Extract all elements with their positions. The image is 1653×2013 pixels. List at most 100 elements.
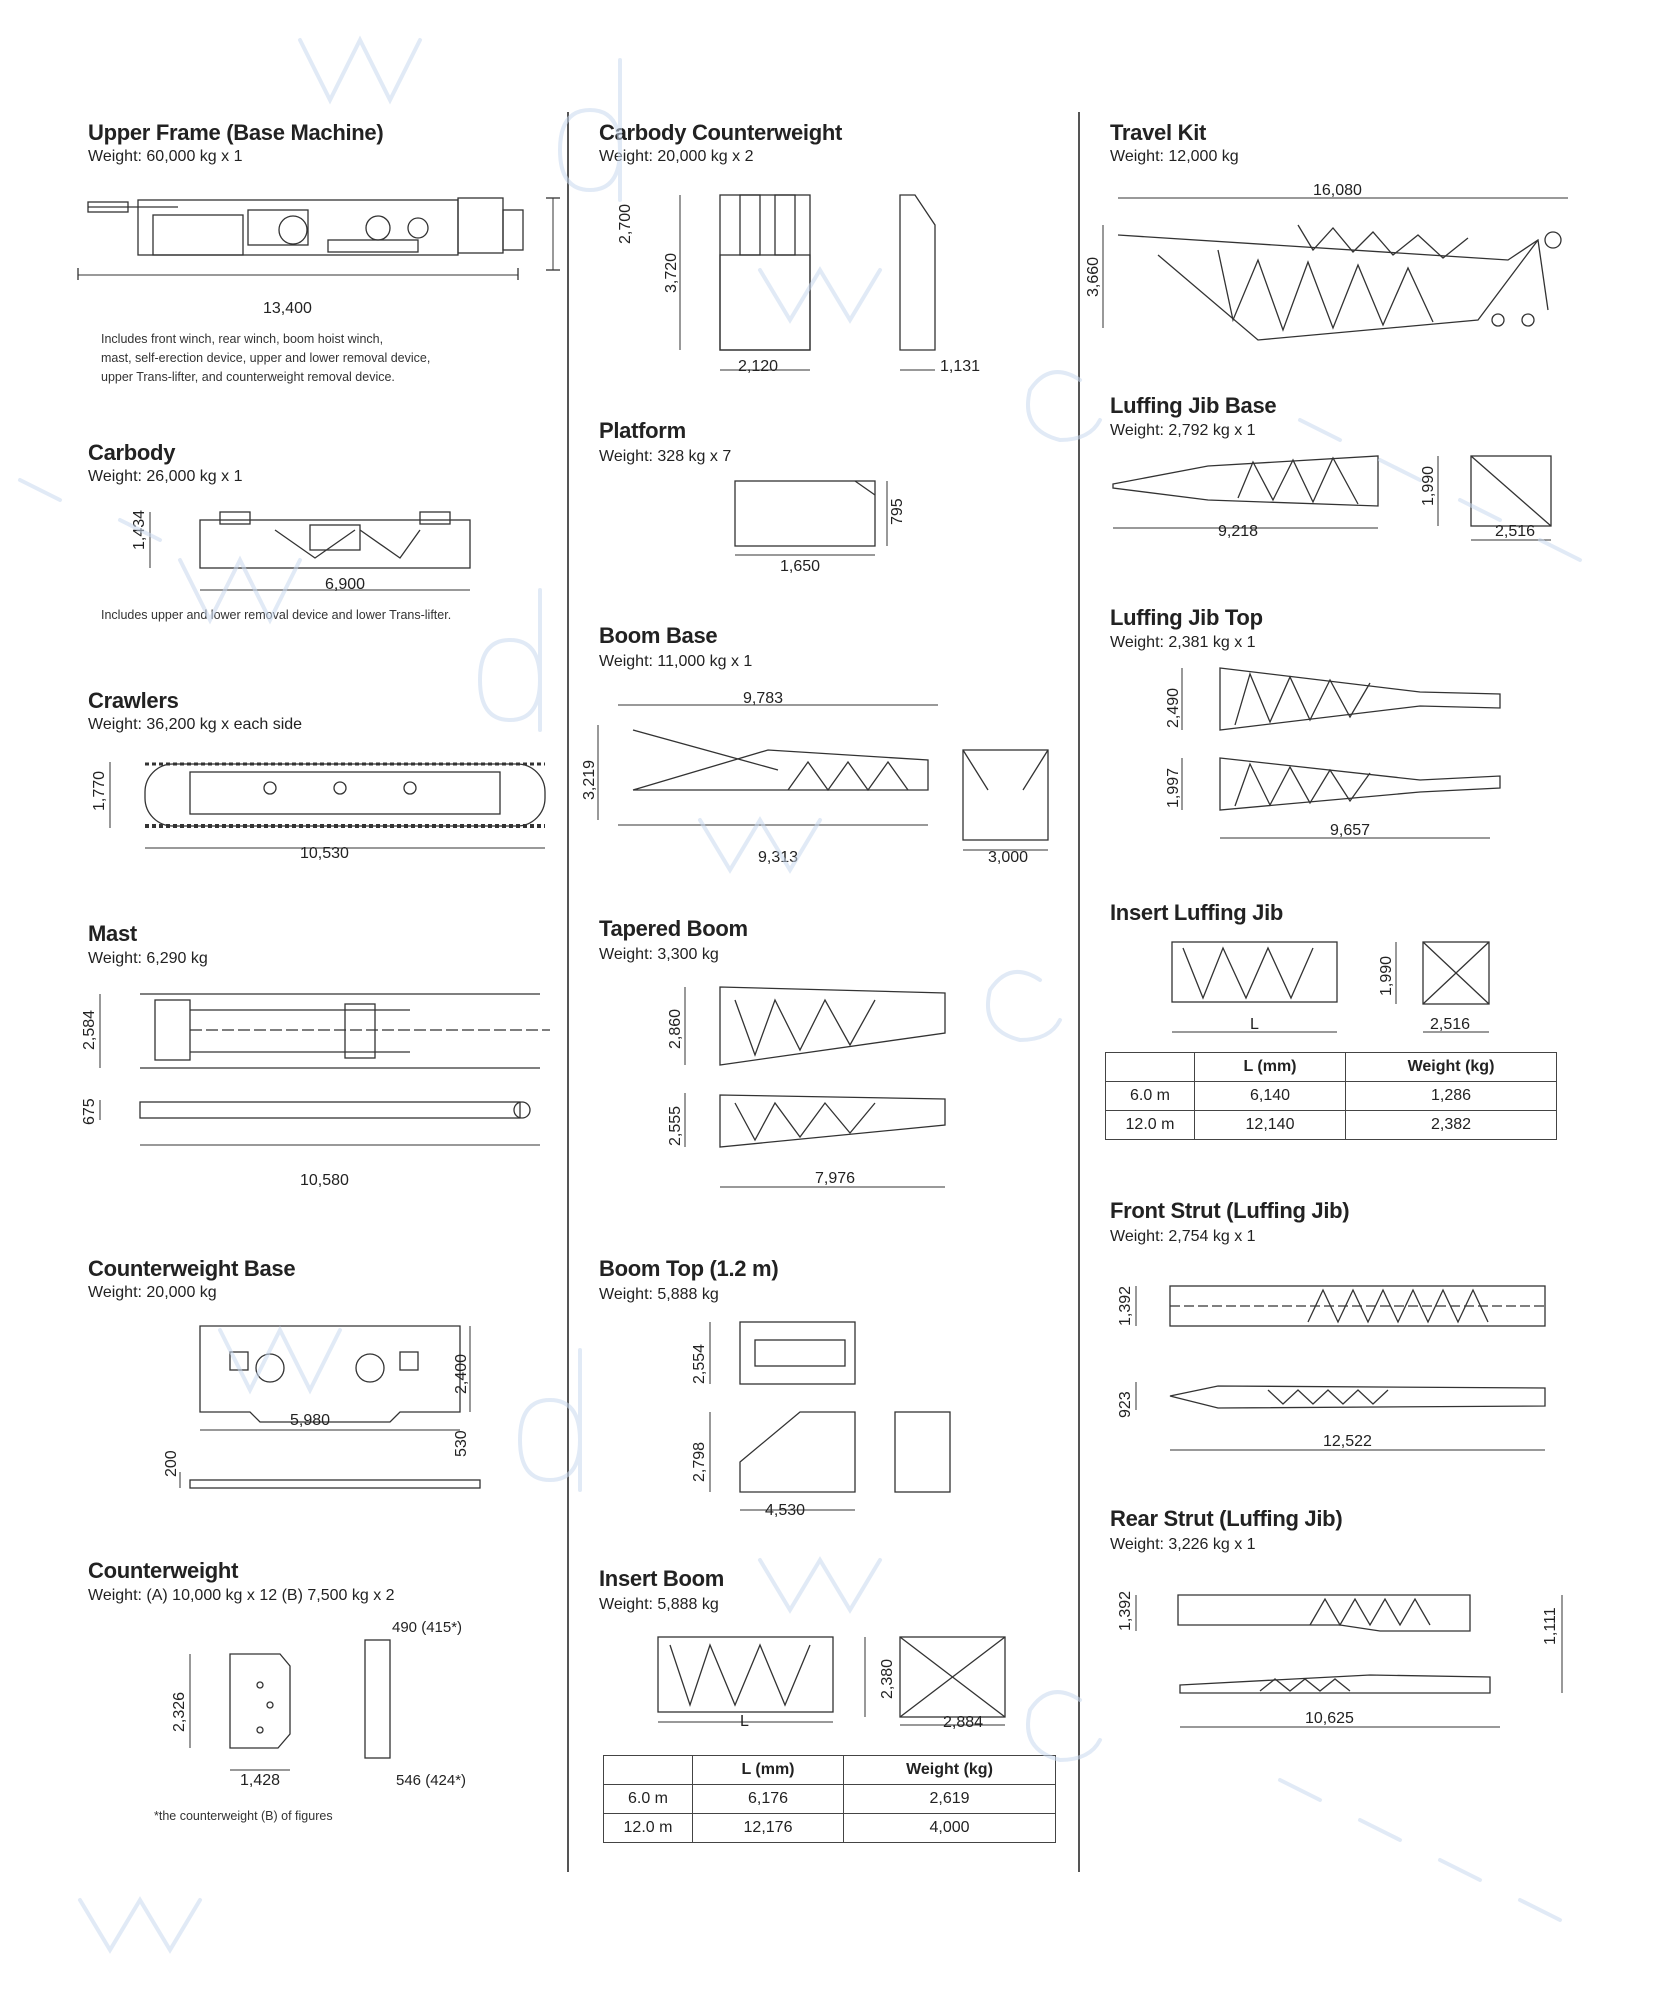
- table-row: 6.0 m 6,140 1,286: [1105, 1081, 1557, 1111]
- boom-base-height: 3,219: [581, 760, 598, 800]
- crawlers-length: 10,530: [300, 845, 349, 862]
- travel-kit-height: 3,660: [1085, 257, 1102, 297]
- boom-base-weight: Weight: 11,000 kg x 1: [599, 653, 753, 670]
- insert-boom-table: L (mm) Weight (kg) 6.0 m 6,176 2,619 12.…: [603, 1755, 1056, 1843]
- table-header-cell: L (mm): [692, 1755, 844, 1785]
- upper-frame-title: Upper Frame (Base Machine): [88, 120, 384, 145]
- table-header-cell: Weight (kg): [843, 1755, 1056, 1785]
- counterweight-bottom: 546 (424*): [396, 1772, 466, 1789]
- insert-luffing-jib-drawing: L 2,516 1,990: [1171, 941, 1490, 1033]
- crawlers-title: Crawlers: [88, 688, 179, 713]
- front-strut-weight: Weight: 2,754 kg x 1: [1110, 1228, 1256, 1245]
- insert-luffing-jib-L: L: [1250, 1016, 1259, 1033]
- luffing-jib-base-weight: Weight: 2,792 kg x 1: [1110, 422, 1256, 439]
- tapered-boom-h1: 2,860: [667, 1009, 684, 1049]
- tapered-boom-drawing: 7,976 2,860 2,555: [667, 986, 946, 1188]
- counterweight-base-h1: 200: [163, 1450, 180, 1477]
- luffing-jib-top-weight: Weight: 2,381 kg x 1: [1110, 634, 1256, 651]
- luffing-jib-base-title: Luffing Jib Base: [1110, 393, 1277, 418]
- luffing-jib-top-drawing: 9,657 2,490 1,997: [1165, 667, 1501, 839]
- boom-base-title: Boom Base: [599, 623, 718, 648]
- boom-top-length: 4,530: [765, 1502, 805, 1519]
- insert-boom-title: Insert Boom: [599, 1566, 725, 1591]
- upper-frame-note-line: upper Trans-lifter, and counterweight re…: [101, 370, 395, 384]
- boom-base-width: 3,000: [988, 849, 1028, 866]
- counterweight-title: Counterweight: [88, 1558, 239, 1583]
- table-cell: 2,619: [843, 1784, 1056, 1814]
- boom-top-title: Boom Top (1.2 m): [599, 1256, 779, 1281]
- insert-luffing-jib-table: L (mm) Weight (kg) 6.0 m 6,140 1,286 12.…: [1105, 1052, 1557, 1140]
- rear-strut-weight: Weight: 3,226 kg x 1: [1110, 1536, 1256, 1553]
- luffing-jib-top-title: Luffing Jib Top: [1110, 605, 1263, 630]
- platform-drawing: 1,650 795: [734, 480, 906, 575]
- table-row: 12.0 m 12,140 2,382: [1105, 1110, 1557, 1140]
- tapered-boom-title: Tapered Boom: [599, 916, 748, 941]
- luffing-jib-base-drawing: 9,218 2,516 1,990: [1112, 455, 1552, 541]
- boom-base-overall: 9,783: [743, 690, 783, 707]
- boom-base-drawing: 9,783 9,313 3,000 3,219: [581, 690, 1049, 866]
- travel-kit-title: Travel Kit: [1110, 120, 1207, 145]
- luffing-jib-top-h1: 2,490: [1165, 688, 1182, 728]
- luffing-jib-base-length: 9,218: [1218, 523, 1258, 540]
- carbody-counterweight-height: 3,720: [663, 253, 680, 293]
- tapered-boom-h2: 2,555: [667, 1106, 684, 1146]
- table-cell: 6,140: [1194, 1081, 1346, 1111]
- crawlers-drawing: 10,530 1,770: [91, 762, 546, 862]
- counterweight-base-title: Counterweight Base: [88, 1256, 296, 1281]
- table-cell: 12.0 m: [1105, 1110, 1195, 1140]
- column-divider-right: [1078, 112, 1080, 1872]
- insert-luffing-jib-width: 2,516: [1430, 1016, 1470, 1033]
- upper-frame-weight: Weight: 60,000 kg x 1: [88, 148, 243, 165]
- table-cell: 4,000: [843, 1813, 1056, 1843]
- table-cell: 12,140: [1194, 1110, 1346, 1140]
- insert-boom-width: 2,884: [943, 1714, 983, 1731]
- mast-width: 2,584: [81, 1010, 98, 1050]
- carbody-length: 6,900: [325, 576, 365, 593]
- mast-weight: Weight: 6,290 kg: [88, 950, 208, 967]
- travel-kit-length: 16,080: [1313, 182, 1362, 199]
- column-divider-left: [567, 112, 569, 1872]
- mast-title: Mast: [88, 921, 137, 946]
- boom-top-h2: 2,798: [691, 1442, 708, 1482]
- tapered-boom-weight: Weight: 3,300 kg: [599, 946, 719, 963]
- carbody-note: Includes upper and lower removal device …: [101, 608, 452, 622]
- insert-luffing-jib-height: 1,990: [1378, 956, 1395, 996]
- counterweight-base-length: 5,980: [290, 1412, 330, 1429]
- travel-kit-weight: Weight: 12,000 kg: [1110, 148, 1239, 165]
- upper-frame-height: 2,700: [617, 204, 634, 244]
- counterweight-width: 1,428: [240, 1772, 280, 1789]
- upper-frame-drawing: 13,400 2,700: [77, 197, 634, 317]
- platform-height: 795: [889, 498, 906, 525]
- counterweight-drawing: 1,428 2,326 490 (415*) 546 (424*): [171, 1619, 466, 1789]
- rear-strut-title: Rear Strut (Luffing Jib): [1110, 1506, 1343, 1531]
- counterweight-top: 490 (415*): [392, 1619, 462, 1636]
- carbody-weight: Weight: 26,000 kg x 1: [88, 468, 243, 485]
- front-strut-h2: 923: [1117, 1391, 1134, 1418]
- front-strut-h1: 1,392: [1117, 1286, 1134, 1326]
- tapered-boom-length: 7,976: [815, 1170, 855, 1187]
- front-strut-length: 12,522: [1323, 1433, 1372, 1450]
- carbody-title: Carbody: [88, 440, 176, 465]
- insert-boom-L: L: [740, 1713, 749, 1730]
- front-strut-drawing: 12,522 1,392 923: [1117, 1285, 1546, 1451]
- table-header-cell: [1105, 1052, 1195, 1082]
- upper-frame-note: Includes front winch, rear winch, boom h…: [101, 330, 430, 387]
- luffing-jib-top-length: 9,657: [1330, 822, 1370, 839]
- platform-weight: Weight: 328 kg x 7: [599, 448, 732, 465]
- rear-strut-length: 10,625: [1305, 1710, 1354, 1727]
- mast-length: 10,580: [300, 1172, 349, 1189]
- table-header-row: L (mm) Weight (kg): [603, 1755, 1056, 1785]
- carbody-counterweight-title: Carbody Counterweight: [599, 120, 843, 145]
- boom-top-h1: 2,554: [691, 1344, 708, 1384]
- carbody-counterweight-drawing: 2,120 1,131 3,720: [663, 194, 980, 375]
- carbody-counterweight-width: 2,120: [738, 358, 778, 375]
- counterweight-base-drawing: 5,980 2,400 200 530: [163, 1325, 481, 1489]
- platform-length: 1,650: [780, 558, 820, 575]
- luffing-jib-top-h2: 1,997: [1165, 768, 1182, 808]
- table-header-cell: Weight (kg): [1345, 1052, 1557, 1082]
- counterweight-base-width: 2,400: [453, 1354, 470, 1394]
- counterweight-base-weight: Weight: 20,000 kg: [88, 1284, 217, 1301]
- boom-top-drawing: 4,530 2,554 2,798: [691, 1321, 951, 1519]
- insert-boom-drawing: L 2,884 2,380: [657, 1636, 1006, 1731]
- table-cell: 6.0 m: [1105, 1081, 1195, 1111]
